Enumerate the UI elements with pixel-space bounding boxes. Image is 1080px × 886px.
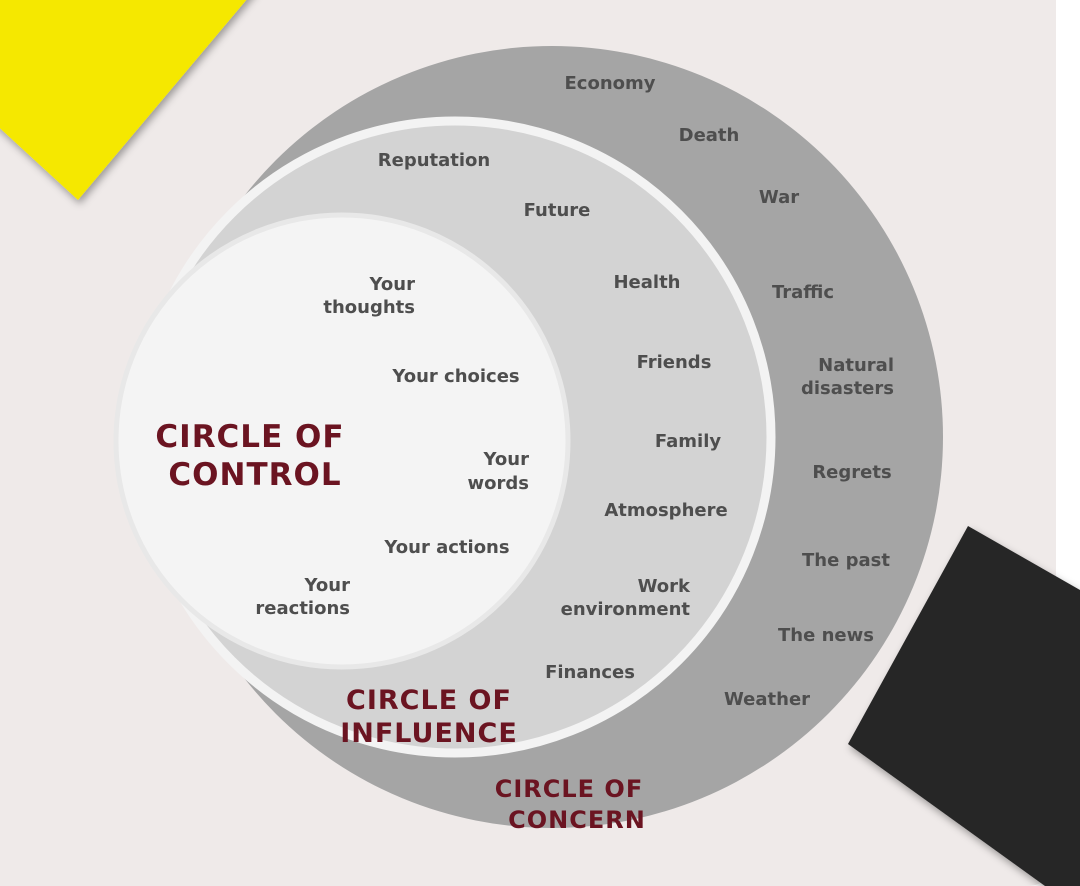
control-item-choices: Your choices	[391, 366, 519, 387]
circle-of-control	[113, 212, 571, 670]
influence-item-work-line1: Work	[638, 576, 691, 597]
influence-item-atmosphere: Atmosphere	[604, 500, 727, 521]
influence-item-work-line2: environment	[561, 599, 691, 620]
control-title-line2: CONTROL	[168, 457, 341, 493]
concern-item-past: The past	[802, 550, 890, 571]
concern-item-regrets: Regrets	[812, 462, 891, 483]
control-item-actions: Your actions	[383, 537, 509, 558]
concern-item-natural-line1: Natural	[818, 355, 894, 376]
concern-item-news: The news	[778, 625, 874, 646]
concern-title-line2: CONCERN	[508, 806, 646, 834]
influence-title-line2: INFLUENCE	[340, 718, 518, 749]
control-item-thoughts-line2: thoughts	[323, 297, 415, 318]
concern-item-natural-line2: disasters	[801, 378, 894, 399]
influence-item-family: Family	[655, 431, 721, 452]
control-item-words-line1: Your	[483, 449, 530, 470]
control-item-reactions-line2: reactions	[255, 598, 350, 619]
concern-item-weather: Weather	[724, 689, 810, 710]
concern-item-economy: Economy	[564, 73, 655, 94]
control-item-reactions-line1: Your	[304, 575, 351, 596]
influence-item-future: Future	[524, 200, 591, 221]
concern-item-death: Death	[679, 125, 740, 146]
concern-item-war: War	[759, 187, 799, 208]
influence-item-health: Health	[613, 272, 680, 293]
black-square-shape	[848, 526, 1080, 886]
influence-item-friends: Friends	[637, 352, 712, 373]
control-item-thoughts-line1: Your	[369, 274, 416, 295]
influence-item-finances: Finances	[545, 662, 635, 683]
control-item-words-line2: words	[468, 473, 529, 494]
concern-title-line1: CIRCLE OF	[495, 775, 643, 803]
influence-title-line1: CIRCLE OF	[346, 685, 512, 716]
yellow-diamond-shape	[0, 0, 247, 200]
concern-item-traffic: Traffic	[772, 282, 834, 303]
influence-item-reputation: Reputation	[378, 150, 490, 171]
control-title-line1: CIRCLE OF	[155, 419, 344, 455]
